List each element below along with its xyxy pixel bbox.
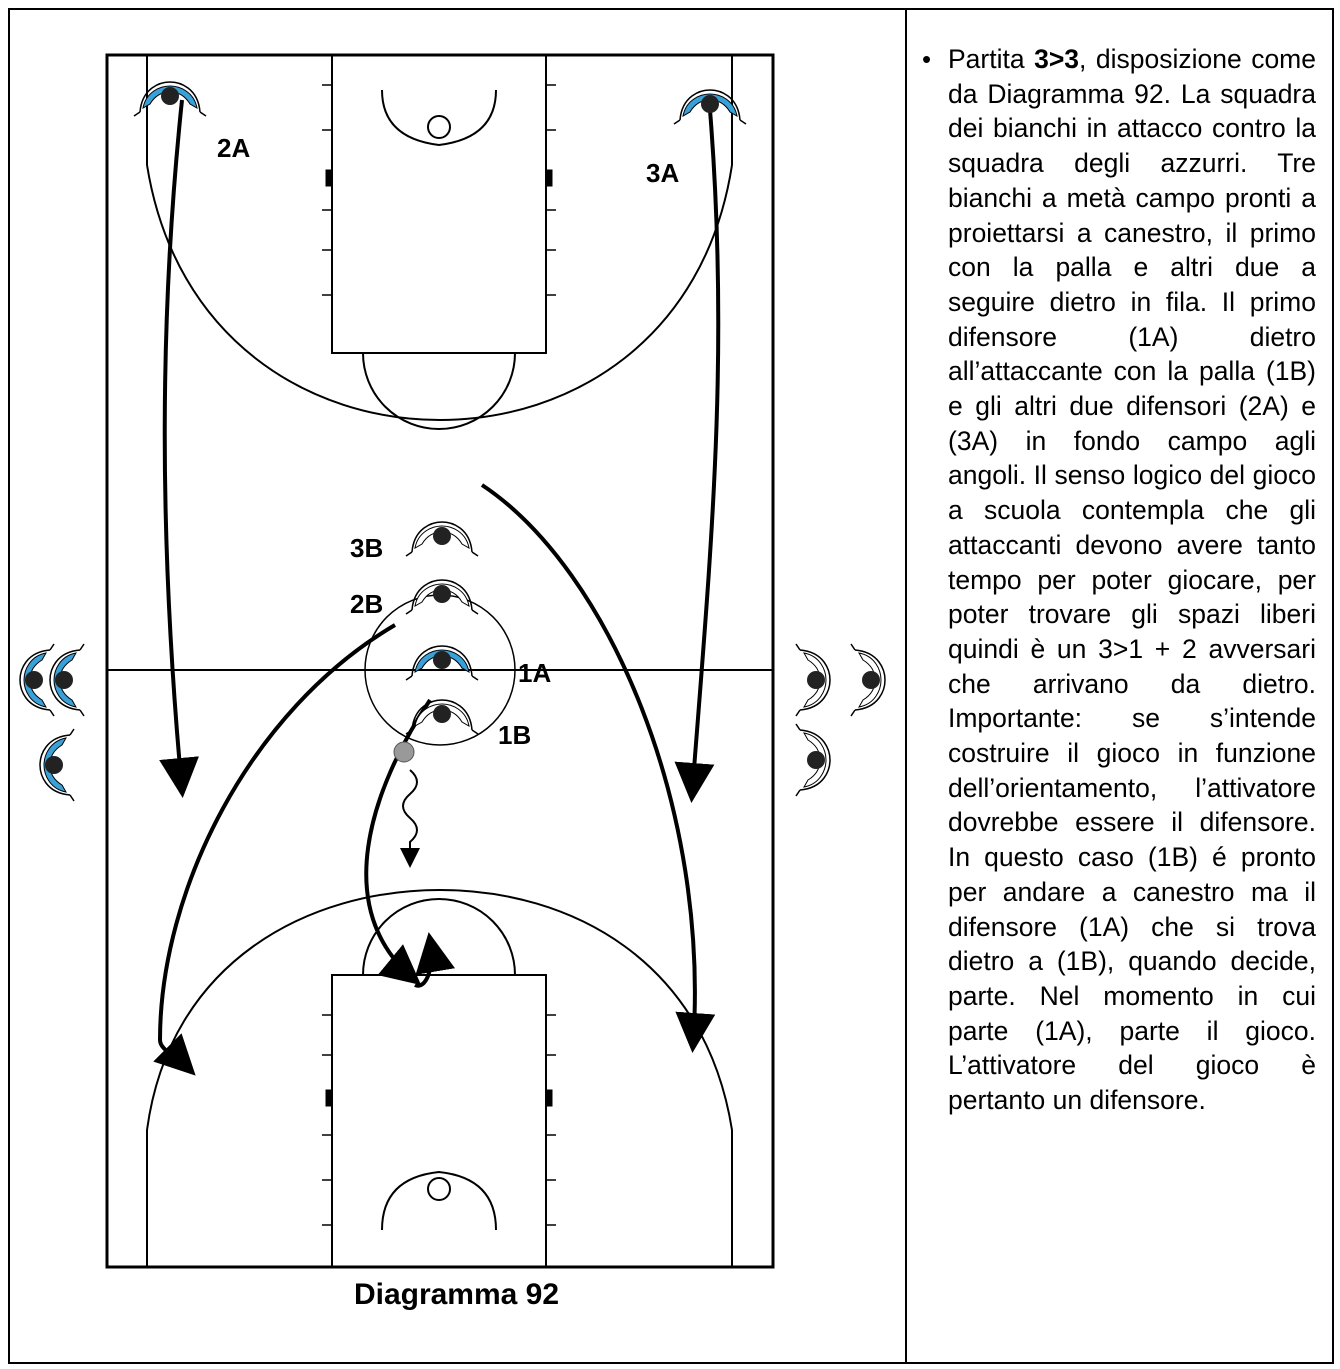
player-2b-icon: [405, 579, 479, 615]
column-divider: [905, 8, 907, 1364]
label-1a: 1A: [518, 658, 551, 688]
dribble-path: [400, 769, 420, 868]
waiting-team-b: [795, 643, 886, 797]
arrow-2b: [153, 623, 397, 1076]
arrow-2a: [159, 99, 199, 798]
arrow-3b: [480, 483, 716, 1053]
player-2a-icon: [133, 81, 207, 117]
table-frame: [8, 8, 1334, 1364]
basketball-icon: [393, 741, 415, 763]
label-2b: 2B: [350, 589, 383, 619]
label-1b: 1B: [498, 720, 531, 750]
label-2a: 2A: [217, 133, 250, 163]
description-intro: Partita: [948, 44, 1035, 74]
bullet-icon: •: [922, 44, 932, 74]
description-paragraph: Partita 3>3, disposizione come da Diagra…: [948, 42, 1316, 1118]
label-3a: 3A: [646, 158, 679, 188]
arrow-3a: [674, 109, 721, 803]
court-lines: [105, 53, 775, 1269]
waiting-team-a: [19, 643, 85, 802]
court-diagram: 2A 3A 3B 2B 1A 1B Diagramma 92: [10, 10, 903, 1362]
player-3b-icon: [405, 521, 479, 557]
basketball-court: 2A 3A 3B 2B 1A 1B: [19, 53, 886, 1269]
movement-arrows: [153, 99, 721, 1076]
description-bold: 3>3: [1034, 44, 1080, 74]
label-3b: 3B: [350, 533, 383, 563]
description-body: , disposizione come da Diagramma 92. La …: [948, 44, 1316, 1116]
player-1a-icon: [405, 645, 479, 681]
diagram-caption: Diagramma 92: [353, 1278, 560, 1311]
description-column: • Partita 3>3, disposizione come da Diag…: [918, 42, 1316, 1118]
arrow-1b: [364, 698, 432, 986]
arrow-1a-cut: [414, 932, 455, 988]
